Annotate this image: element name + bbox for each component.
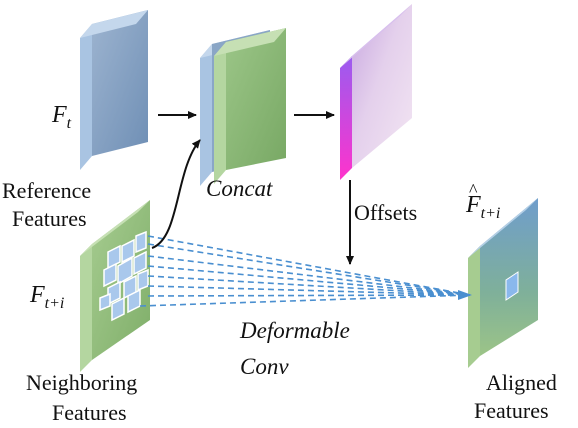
reference-caption-line1: Reference <box>2 178 91 203</box>
aligned-caption-line1: Aligned <box>486 370 557 395</box>
neighbor-caption-line2: Features <box>52 400 127 425</box>
neighbor-symbol-label: Ft+i <box>29 282 64 312</box>
aligned-hat-mark: ^ <box>469 180 478 200</box>
concat-feature-block <box>200 28 286 186</box>
deformable-sampling-lines <box>139 235 471 307</box>
aligned-feature-block <box>468 198 538 368</box>
neighboring-feature-block <box>80 200 150 372</box>
deformable-label: Deformable <box>239 318 350 343</box>
reference-caption-line2: Features <box>12 206 87 231</box>
neighbor-caption-line1: Neighboring <box>26 370 137 395</box>
aligned-output-tile <box>505 271 519 301</box>
conv-label: Conv <box>240 354 289 379</box>
concat-label: Concat <box>206 176 273 201</box>
aligned-caption-line2: Features <box>474 398 549 423</box>
reference-symbol-label: Ft <box>51 102 72 132</box>
sampling-kernel-tiles <box>99 230 149 322</box>
offsets-label: Offsets <box>354 200 417 225</box>
reference-feature-block <box>80 10 148 170</box>
dashed-line-arrowhead <box>458 290 472 300</box>
offsets-feature-block <box>340 4 412 180</box>
aligned-symbol-label: Ft+i <box>465 192 500 222</box>
neighbor-to-concat-arrow <box>151 139 201 249</box>
